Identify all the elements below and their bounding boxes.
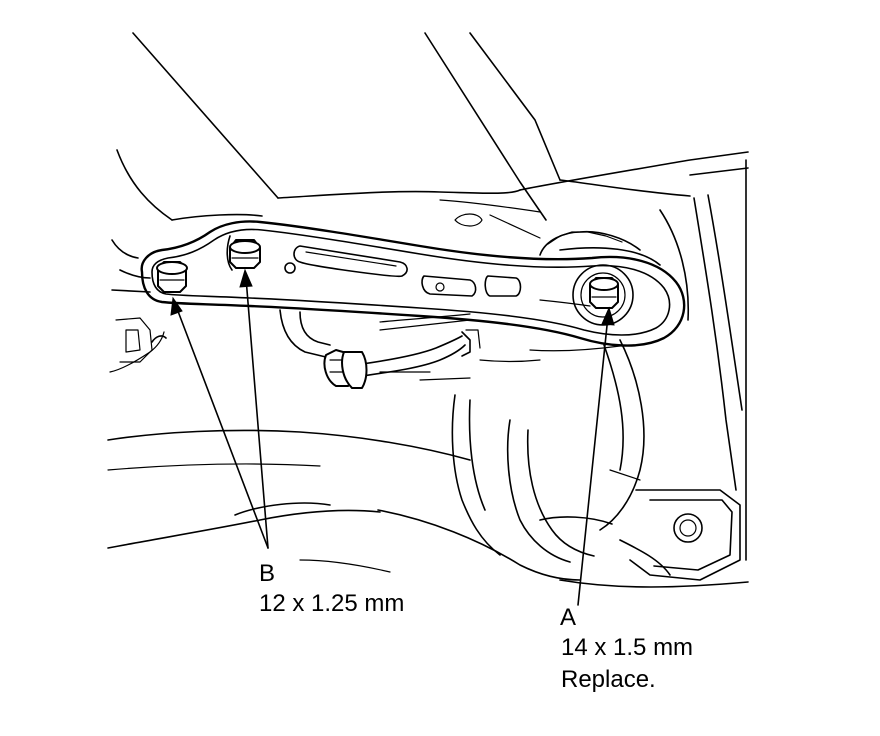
callout-b-letter: B (259, 560, 276, 587)
lower-background-components (107, 339, 671, 581)
bolt-b-left-icon (156, 261, 188, 293)
upper-body-panels (116, 32, 749, 239)
callout-a-note: Replace. (561, 666, 656, 693)
callout-a-spec: 14 x 1.5 mm (561, 634, 694, 661)
left-side-components (109, 239, 167, 373)
lower-control-arm (140, 220, 686, 347)
bolt-a-icon (589, 277, 619, 309)
bolt-b-right-icon (229, 239, 261, 269)
callout-b-spec: 12 x 1.25 mm (259, 590, 405, 617)
right-frame-structure (539, 159, 749, 588)
brake-hose (279, 309, 481, 389)
callout-a-letter: A (560, 604, 577, 631)
leader-lines (170, 268, 615, 606)
